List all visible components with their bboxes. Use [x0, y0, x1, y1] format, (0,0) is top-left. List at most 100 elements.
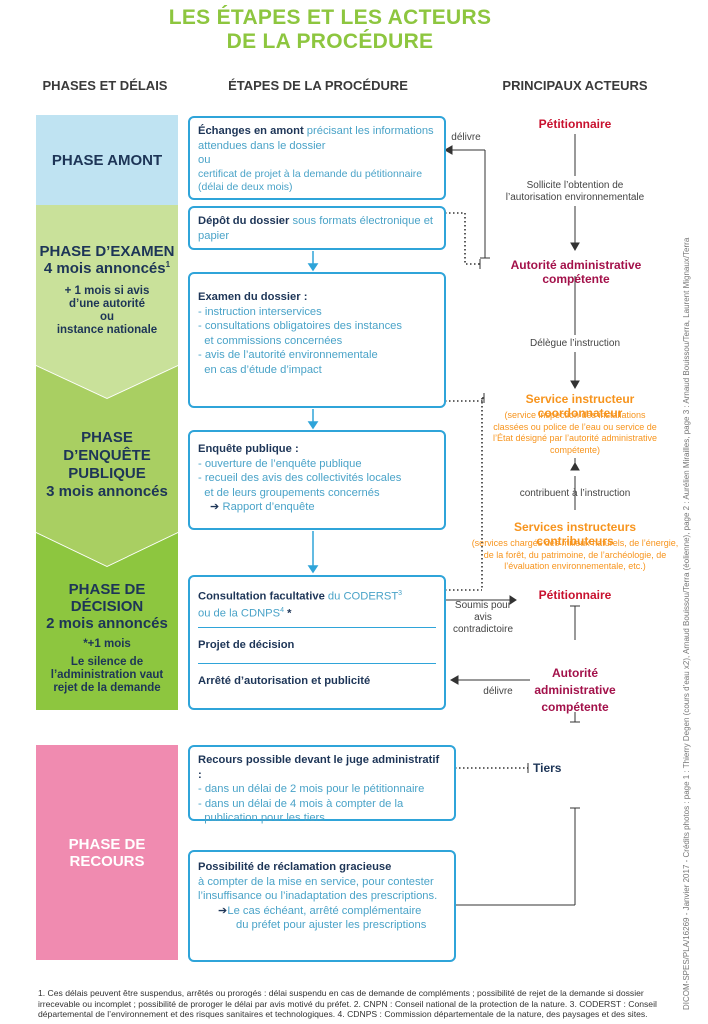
phase-enquete-delay: 3 mois annoncés [46, 483, 168, 500]
step-depot-bold: Dépôt du dossier [198, 215, 290, 227]
actor-petitionnaire: Pétitionnaire [538, 117, 612, 131]
photo-credits: DICOM-SPES/PLA/16269 - Janvier 2017 - Cr… [682, 237, 691, 1010]
label-delegue: Délègue l’instruction [529, 338, 621, 349]
phase-amont-label: PHASE AMONT [51, 151, 163, 169]
label-sollicite: Sollicite l’obtention de l’autorisation … [505, 180, 645, 203]
step-echanges-bold: Échanges en amont [198, 125, 304, 137]
phase-decision-delay: 2 mois annoncés [46, 614, 168, 632]
phase-enquete: PHASE D’ENQUÊTE PUBLIQUE 3 mois annoncés [36, 400, 178, 530]
actor-services-contributeurs: Services instructeurs contributeurs [513, 520, 637, 548]
phase-examen-sup: 1 [165, 260, 171, 269]
actor-autorite-2: Autorité administrative compétente [525, 665, 625, 716]
phase-examen-label: PHASE D’EXAMEN [39, 243, 175, 260]
step-gracieuse-text: à compter de la mise en service, pour co… [198, 875, 438, 903]
step-echanges-or: ou [198, 154, 211, 166]
step-decision-arrete: Arrêté d’autorisation et publicité [198, 674, 371, 687]
step-decision-box: Consultation facultative du CODERST3 ou … [188, 575, 446, 710]
actor-autorite: Autorité administrative compétente [510, 258, 642, 286]
actor-tiers: Tiers [533, 761, 562, 775]
step-decision-consultation: Consultation facultative du CODERST3 ou … [198, 587, 436, 621]
title-line-1: LES ÉTAPES ET LES ACTEURS [168, 6, 492, 29]
step-echanges-text-2: certificat de projet à la demande du pét… [198, 167, 423, 193]
step-gracieuse-result-2: du préfet pour ajuster les prescriptions [236, 919, 427, 931]
phase-decision-shape [36, 533, 178, 710]
step-decision-text-1b: ou de la CDNPS [198, 607, 281, 620]
page-title: LES ÉTAPES ET LES ACTEURS DE LA PROCÉDUR… [0, 6, 660, 54]
result-arrow-icon: ➔ [210, 501, 220, 513]
step-examen-box: Examen du dossier : - instruction inters… [188, 272, 446, 408]
actor-autorite-2-line-1: Autorité [552, 666, 598, 680]
actor-service-coordonnateur-desc: (service inspection des installations cl… [492, 410, 658, 455]
phase-examen-extra-1: + 1 mois si avis [64, 285, 150, 297]
phase-decision-silence: Le silence de l’administration vaut reje… [51, 656, 163, 695]
step-gracieuse-result-1: Le cas échéant, arrêté complémentaire [227, 904, 422, 917]
step-echanges-box: Échanges en amont précisant les informat… [188, 116, 446, 200]
phase-examen-extra-4: instance nationale [56, 324, 158, 336]
label-contribuent: contribuent à l’instruction [519, 488, 631, 499]
divider [198, 627, 436, 629]
phase-examen-extra-2: d’une autorité [68, 298, 146, 310]
actor-petitionnaire-2: Pétitionnaire [538, 588, 612, 602]
step-enquete-item: et de leurs groupements concernés [198, 486, 380, 499]
step-enquete-result-text: Rapport d’enquête [222, 501, 315, 513]
phase-decision-extra-2: Le silence de [70, 655, 144, 668]
step-examen-list: - instruction interservices - consultati… [198, 305, 436, 378]
divider [198, 662, 436, 664]
step-decision-bold: Consultation facultative [198, 590, 325, 603]
phase-recours: PHASE DE RECOURS [36, 745, 178, 960]
phase-examen-extra: + 1 mois si avis d’une autorité ou insta… [57, 285, 157, 337]
phase-enquete-line-1: PHASE D’ENQUÊTE [63, 429, 151, 464]
phase-examen-shape [36, 205, 178, 398]
step-decision-projet: Projet de décision [198, 639, 295, 652]
step-enquete-result: ➔ Rapport d’enquête [198, 500, 436, 515]
phase-enquete-shape [36, 366, 178, 566]
step-recours-box: Recours possible devant le juge administ… [188, 745, 456, 824]
step-examen-item: en cas d’étude d’impact [198, 363, 322, 376]
phase-examen-extra-3: ou [99, 311, 115, 323]
label-delivre-2: délivre [483, 686, 513, 697]
phase-recours-label: PHASE DE RECOURS [68, 835, 146, 870]
actor-services-contributeurs-desc: (services chargés des milieux naturels, … [471, 538, 679, 571]
footnote: 1. Ces délais peuvent être suspendus, ar… [38, 988, 657, 1019]
actor-autorite-2-line-2: administrative [534, 683, 616, 697]
phase-decision-extra-1: *+1 mois [83, 637, 131, 650]
phase-enquete-line-2: PUBLIQUE [68, 465, 146, 482]
step-enquete-item: - recueil des avis des collectivités loc… [198, 472, 402, 484]
step-examen-item: et commissions concernées [198, 334, 343, 347]
step-decision-sup-2: 4 [280, 607, 284, 615]
phase-decision: PHASE DE DÉCISION 2 mois annoncés *+1 mo… [36, 570, 178, 705]
step-enquete-heading: Enquête publique : [198, 443, 299, 455]
phase-examen: PHASE D’EXAMEN 4 mois annoncés1 + 1 mois… [36, 220, 178, 360]
label-soumis: Soumis pour avis contradictoire [452, 600, 514, 635]
phase-recours-shape [36, 745, 178, 960]
step-depot-box: Dépôt du dossier sous formats électroniq… [188, 206, 446, 250]
phase-examen-delay-text: 4 mois annoncés [43, 260, 166, 277]
phase-decision-label: PHASE DE DÉCISION [68, 580, 146, 615]
step-decision-star: * [284, 607, 292, 620]
step-enquete-box: Enquête publique : - ouverture de l’enqu… [188, 430, 446, 530]
step-gracieuse-result: ➔Le cas échéant, arrêté complémentaire [198, 904, 446, 919]
result-arrow-icon: ➔ [218, 904, 228, 917]
actor-service-coordonnateur: Service instructeur coordonnateur [525, 392, 635, 420]
step-decision-text-1: du CODERST [324, 590, 399, 603]
phase-amont-shape [36, 115, 178, 205]
step-echanges-text-1: précisant les informations attendues dan… [198, 125, 434, 152]
step-examen-item: - consultations obligatoires des instanc… [198, 320, 402, 332]
phase-decision-extra-4: rejet de la demande [53, 681, 161, 694]
step-recours-item: - dans un délai de 2 mois pour le pétiti… [198, 783, 425, 795]
phase-examen-delay: 4 mois annoncés1 [44, 260, 170, 277]
title-line-2: DE LA PROCÉDURE [226, 30, 434, 53]
step-gracieuse-box: Possibilité de réclamation gracieuse à c… [188, 850, 456, 962]
column-header-phases: PHASES ET DÉLAIS [42, 78, 168, 93]
column-header-etapes: ÉTAPES DE LA PROCÉDURE [228, 78, 408, 93]
step-decision-sup-1: 3 [398, 590, 403, 597]
actor-autorite-2-line-3: compétente [541, 700, 609, 714]
step-recours-item: - dans un délai de 4 mois à compter de l… [198, 797, 404, 810]
label-delivre: délivre [451, 132, 481, 143]
step-depot-text: sous formats électronique et papier [198, 215, 434, 242]
step-enquete-item: - ouverture de l’enquête publique [198, 457, 362, 470]
step-recours-heading: Recours possible devant le juge administ… [198, 754, 440, 781]
step-examen-heading: Examen du dossier : [198, 291, 308, 303]
column-header-acteurs: PRINCIPAUX ACTEURS [502, 78, 648, 93]
